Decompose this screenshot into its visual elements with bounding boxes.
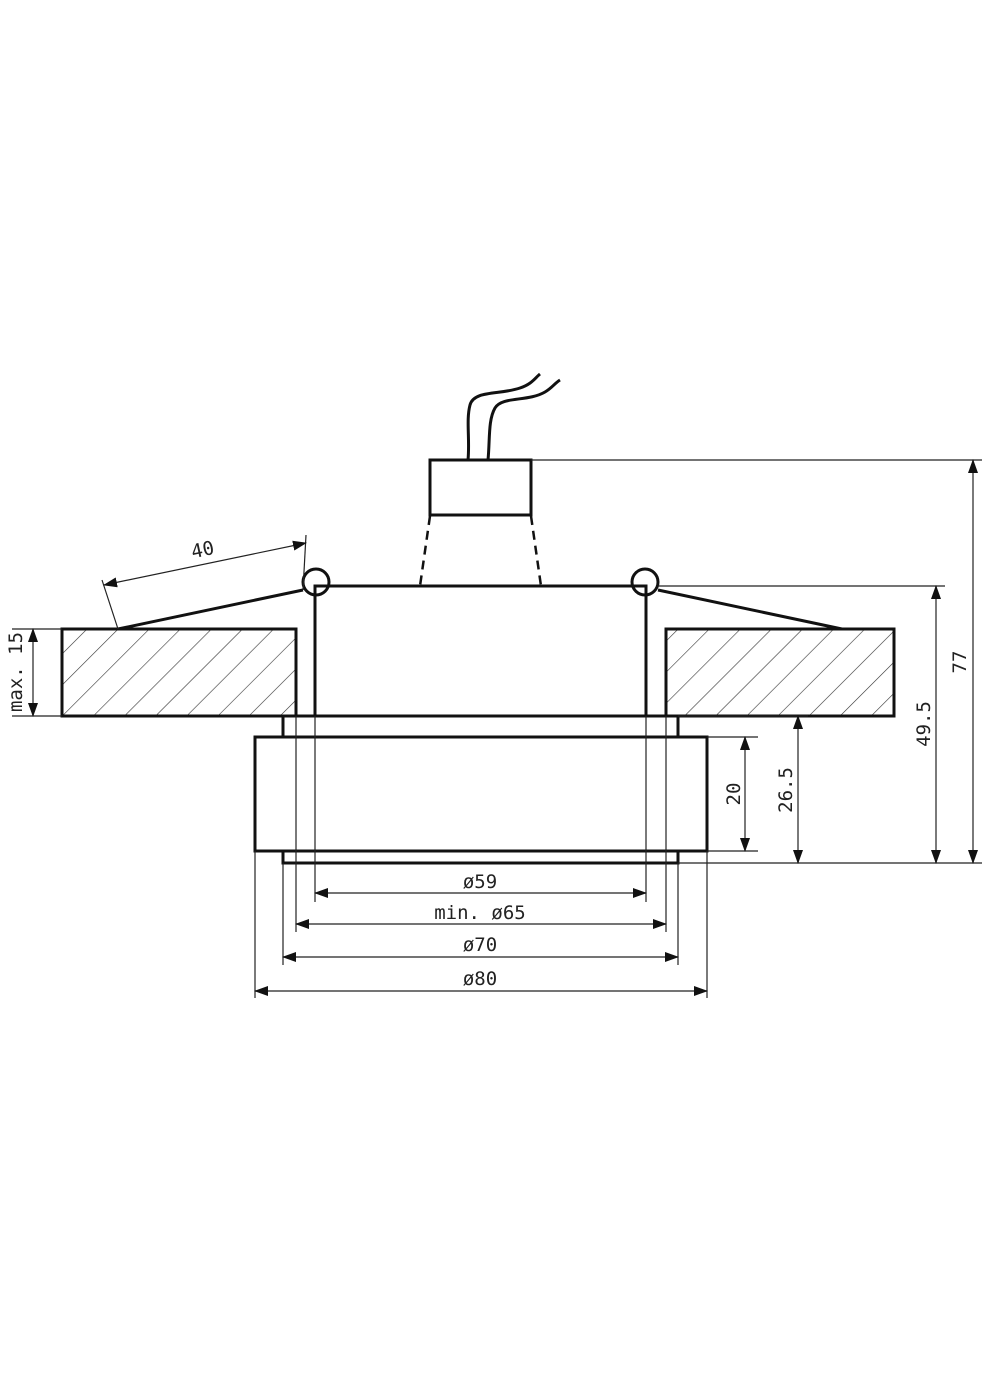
clip-arm-left [117,588,304,631]
extension-line [101,579,119,630]
cable [466,372,541,461]
dim-line-40 [103,540,307,588]
dim-label-49-5: 49.5 [913,701,935,747]
mounting-flange [281,714,680,739]
dim-label-max15: max. 15 [5,632,27,712]
dim-label-59: ø59 [463,871,497,893]
spring-clip-right [630,567,660,597]
dim-label-70: ø70 [463,934,497,956]
driver-lead-right [529,515,543,587]
ceiling-section-right [664,627,896,718]
lamp-body [313,584,648,718]
trim-ring [253,735,709,853]
dim-label-77: 77 [949,651,971,674]
lens-bottom [281,849,680,865]
dim-label-80: ø80 [463,968,497,990]
ceiling-section-left [60,627,298,718]
cable-2 [486,378,561,461]
driver-lead-left [418,515,432,587]
driver-box [428,458,533,517]
dim-label-40: 40 [189,537,216,563]
dim-label-26-5: 26.5 [775,767,797,813]
dim-label-65: min. ø65 [434,902,526,924]
clip-arm-right [657,588,843,631]
dim-label-20: 20 [723,783,745,806]
